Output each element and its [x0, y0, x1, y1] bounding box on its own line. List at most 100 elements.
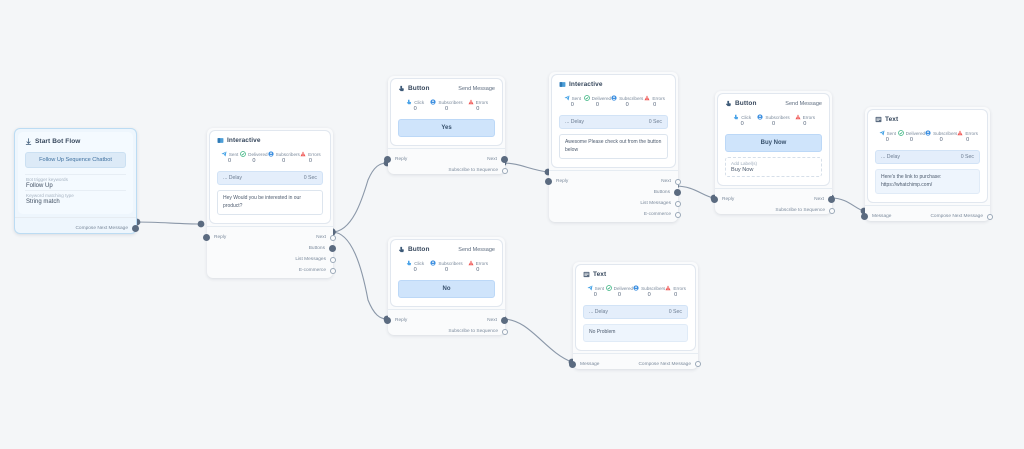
port-button-no-reply[interactable]: Reply	[384, 315, 407, 326]
port-interactive-1-list-messages[interactable]: List Messages	[295, 254, 336, 265]
node-button-buynow[interactable]: Button Send Message Click 0 Subscribers	[711, 91, 835, 216]
message-bubble-interactive-1[interactable]: Hey Would you be interested in our produ…	[217, 190, 323, 215]
stat-delivered: Delivered 0	[583, 95, 611, 108]
message-bubble-interactive-2[interactable]: Awesome Please check out from the button…	[559, 134, 668, 159]
start-sequence-pill[interactable]: Follow Up Sequence Chatbot	[25, 152, 126, 168]
port-interactive-1-reply[interactable]: Reply	[203, 232, 226, 243]
node-button-no-subtitle: Send Message	[458, 246, 495, 253]
field-matching-type[interactable]: Keyword matching type String match	[25, 190, 126, 206]
port-interactive-2-buttons-dot[interactable]	[674, 189, 681, 196]
port-interactive-2-ecommerce-dot[interactable]	[675, 211, 681, 218]
node-interactive-1-header: Interactive	[217, 137, 323, 144]
node-interactive-1[interactable]: Interactive Sent 0 Delivered 0	[203, 128, 336, 278]
port-button-no-next-dot[interactable]	[501, 317, 508, 324]
stat-subscribers-label: Subscribers	[275, 151, 300, 157]
node-button-no[interactable]: Button Send Message Click 0 Subscribers	[384, 237, 508, 337]
port-text-link-compose-next-dot[interactable]	[987, 213, 993, 220]
port-button-yes-next[interactable]: Next	[448, 154, 508, 165]
port-button-yes-reply-dot[interactable]	[384, 156, 391, 163]
port-button-no-subscribe-dot[interactable]	[502, 328, 508, 335]
port-interactive-1-reply-dot[interactable]	[203, 234, 210, 241]
delay-row-interactive-1[interactable]: ... Delay 0 Sec	[217, 171, 323, 185]
stat-errors-label: Errors	[673, 285, 686, 291]
port-text-link-compose-next-label: Compose Next Message	[930, 214, 983, 219]
port-text-noproblem-compose-next[interactable]: Compose Next Message	[638, 359, 701, 370]
port-text-link-message-dot[interactable]	[861, 213, 868, 220]
port-button-buynow-reply[interactable]: Reply	[711, 194, 734, 205]
subscribers-icon	[611, 95, 617, 101]
port-button-buynow-reply-dot[interactable]	[711, 196, 718, 203]
reply-button-no[interactable]: No	[398, 280, 495, 298]
port-interactive-1-buttons[interactable]: Buttons	[295, 243, 336, 254]
stat-delivered-value: 0	[595, 102, 599, 108]
stat-subscribers-value: 0	[444, 267, 449, 273]
errors-icon	[644, 95, 650, 101]
port-interactive-1-list-messages-dot[interactable]	[330, 256, 336, 263]
port-interactive-2-next[interactable]: Next	[640, 176, 681, 187]
stat-sent-value: 0	[228, 158, 232, 164]
port-interactive-2-reply[interactable]: Reply	[545, 176, 568, 187]
port-button-yes-reply[interactable]: Reply	[384, 154, 407, 165]
port-start-compose-next-dot[interactable]	[132, 225, 139, 232]
port-button-yes-subscribe[interactable]: Subscribe to Sequence	[448, 165, 508, 176]
stat-click-value: 0	[740, 121, 744, 127]
reply-button-yes[interactable]: Yes	[398, 119, 495, 137]
stat-click: Click 0	[727, 114, 757, 127]
node-text-link-stats: Sent 0 Delivered 0 Subscribers	[875, 130, 980, 143]
errors-icon	[468, 260, 474, 266]
stat-delivered-value: 0	[252, 158, 256, 164]
port-interactive-2-buttons[interactable]: Buttons	[640, 187, 681, 198]
port-interactive-1-buttons-dot[interactable]	[329, 245, 336, 252]
port-text-noproblem-message-label: Message	[580, 361, 600, 367]
node-interactive-2[interactable]: Interactive Sent 0 Delivered 0	[545, 72, 681, 222]
port-button-buynow-next-dot[interactable]	[828, 196, 835, 203]
delay-row-interactive-2[interactable]: ... Delay 0 Sec	[559, 115, 668, 129]
port-interactive-1-ecommerce[interactable]: E-commerce	[295, 265, 336, 276]
stat-subscribers-label: Subscribers	[641, 285, 666, 291]
delay-value: 0 Sec	[960, 154, 974, 160]
node-text-noproblem[interactable]: Text Sent 0 Delivered 0	[569, 262, 701, 370]
errors-icon	[665, 285, 671, 291]
port-button-no-reply-dot[interactable]	[384, 317, 391, 324]
reply-button-buynow[interactable]: Buy Now	[725, 134, 822, 152]
node-button-yes[interactable]: Button Send Message Click 0 Subscribers	[384, 76, 508, 176]
port-interactive-2-ecommerce[interactable]: E-commerce	[640, 209, 681, 220]
interactive-icon	[217, 138, 224, 143]
stat-delivered: Delivered 0	[605, 285, 633, 298]
port-button-yes-next-dot[interactable]	[501, 156, 508, 163]
port-interactive-2-list-messages-dot[interactable]	[675, 200, 681, 207]
message-bubble-text-noproblem[interactable]: No Problem	[583, 324, 688, 342]
delay-row-text-link[interactable]: ... Delay 0 Sec	[875, 150, 980, 164]
port-text-noproblem-compose-next-dot[interactable]	[695, 361, 701, 367]
port-text-link-message[interactable]: Message	[861, 211, 891, 222]
port-button-no-subscribe-label: Subscribe to Sequence	[448, 329, 498, 334]
port-interactive-2-reply-dot[interactable]	[545, 178, 552, 185]
port-text-link-compose-next[interactable]: Compose Next Message	[930, 211, 993, 222]
port-interactive-1-next-dot[interactable]	[330, 234, 336, 241]
port-text-noproblem-message-dot[interactable]	[569, 360, 576, 368]
add-labels-field[interactable]: Add Label(s) Buy Now	[725, 157, 822, 177]
port-interactive-1-ecommerce-dot[interactable]	[330, 267, 336, 274]
stat-errors-label: Errors	[652, 95, 665, 101]
port-button-no-next[interactable]: Next	[448, 315, 508, 326]
port-interactive-1-next[interactable]: Next	[295, 232, 336, 243]
delay-row-text-noproblem[interactable]: ... Delay 0 Sec	[583, 305, 688, 319]
port-button-yes-subscribe-dot[interactable]	[502, 167, 508, 174]
port-button-no-subscribe[interactable]: Subscribe to Sequence	[448, 326, 508, 337]
port-interactive-2-next-dot[interactable]	[675, 178, 681, 185]
port-interactive-2-list-messages[interactable]: List Messages	[640, 198, 681, 209]
field-trigger-keywords[interactable]: Bot trigger keywords Follow Up	[25, 174, 126, 190]
delay-label: ... Delay	[223, 175, 243, 181]
node-button-no-body: Button Send Message Click 0 Subscribers	[391, 240, 502, 306]
stat-sent-value: 0	[593, 292, 597, 298]
port-text-noproblem-message[interactable]: Message	[569, 359, 600, 370]
node-button-no-ports: Reply Next Subscribe to Sequence	[384, 309, 508, 337]
port-button-buynow-subscribe-dot[interactable]	[829, 207, 835, 214]
node-start-bot-flow[interactable]: Start Bot Flow Follow Up Sequence Chatbo…	[14, 128, 139, 234]
port-button-buynow-subscribe[interactable]: Subscribe to Sequence	[775, 205, 835, 216]
port-button-buynow-next[interactable]: Next	[775, 194, 835, 205]
node-text-link[interactable]: Text Sent 0 Delivered 0	[861, 107, 993, 222]
message-bubble-text-link[interactable]: Here's the link to purchase: https://wha…	[875, 169, 980, 194]
port-start-compose-next[interactable]: Compose Next Message	[75, 223, 139, 234]
